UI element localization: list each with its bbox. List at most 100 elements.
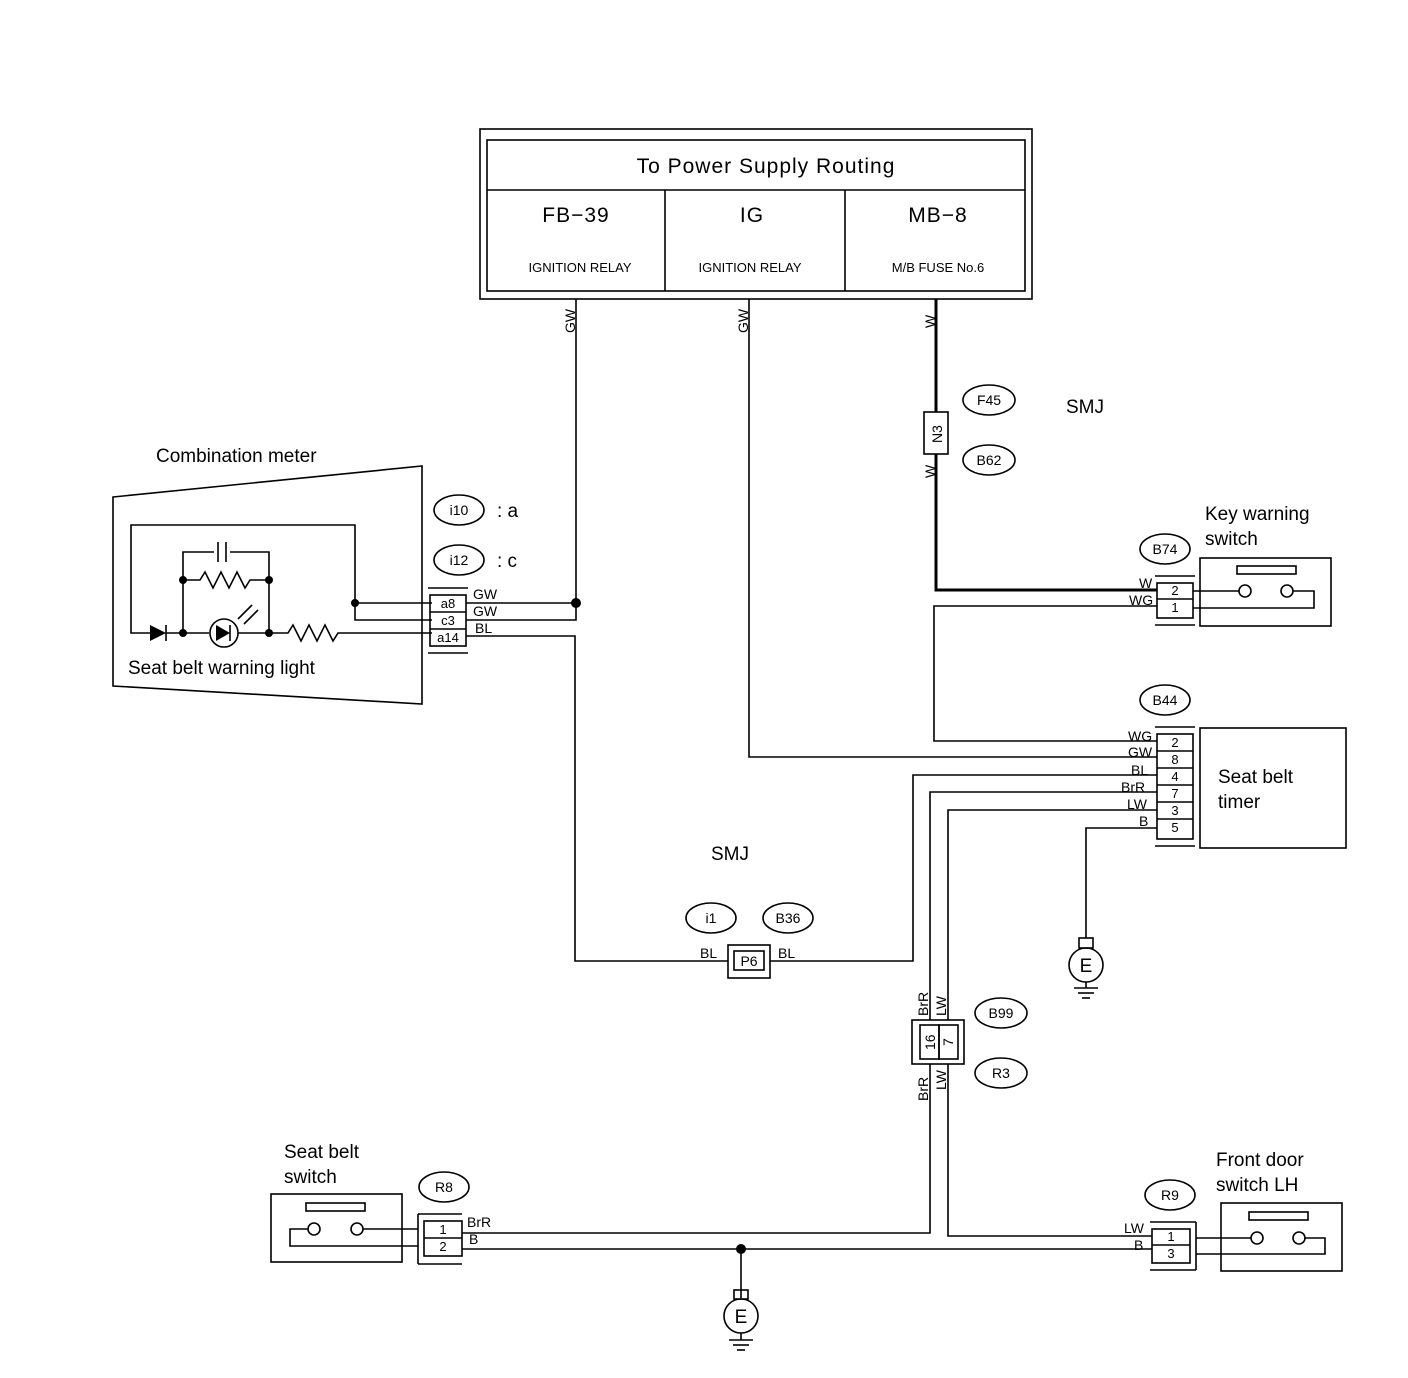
seat-belt-switch-title-2: switch <box>284 1167 337 1188</box>
wire-color-labels: GW GW W W GW GW BL W WG WG GW BL BrR LW … <box>467 308 1153 1253</box>
wire-label-brr-timer: BrR <box>1121 779 1145 795</box>
connector-f45-oval <box>962 384 1016 416</box>
power-supply-routing-box: To Power Supply Routing FB−39 IGNITION R… <box>479 128 1033 300</box>
connector-r8-oval <box>418 1171 470 1203</box>
junction-p6-label: P6 <box>740 953 757 969</box>
seat-belt-warning-light-label: Seat belt warning light <box>128 658 316 679</box>
wire-brr-seatbelt <box>462 1064 931 1234</box>
connector-i12-label: i12 <box>450 552 469 568</box>
wire-label-bl-a14: BL <box>475 620 492 636</box>
timer-pin-3: 3 <box>1171 803 1178 818</box>
wire-label-w-1: W <box>922 314 938 328</box>
wire-label-b-timer: B <box>1139 813 1148 829</box>
diode-icon <box>150 625 166 641</box>
connector-b44-oval <box>1139 684 1191 716</box>
wire-label-brr-r8: BrR <box>467 1214 491 1230</box>
seat-belt-switch-body <box>270 1193 403 1263</box>
front-door-pin-1: 1 <box>1167 1229 1174 1244</box>
connector-i10-suffix: : a <box>497 501 519 522</box>
pin-a14: a14 <box>437 630 459 645</box>
connector-i1-label: i1 <box>706 910 717 926</box>
ground-bottom: E <box>723 1289 759 1351</box>
timer-connector <box>1156 733 1194 840</box>
key-warning-switch-body <box>1199 557 1332 627</box>
connector-i10-oval <box>433 494 485 526</box>
combination-meter: Combination meter Seat belt warning ligh… <box>112 446 519 705</box>
seat-belt-switch: Seat belt switch R8 1 2 <box>270 1142 470 1265</box>
connector-b36-oval <box>762 902 814 934</box>
seat-belt-timer-body <box>1199 727 1347 849</box>
ground-right-lug <box>1078 937 1094 949</box>
wire-label-lw-timer: LW <box>1127 796 1148 812</box>
wire-label-lw-b99-bottom: LW <box>933 1069 949 1090</box>
ig-code: IG <box>740 204 764 227</box>
wire-label-lw-r9: LW <box>1124 1220 1145 1236</box>
mb8-code: MB−8 <box>908 204 967 227</box>
joint-b99-box <box>911 1019 965 1065</box>
front-door-pin-3: 3 <box>1167 1246 1174 1261</box>
wire-label-gw-2: GW <box>735 308 751 333</box>
wire-label-wg-timer: WG <box>1128 728 1152 744</box>
wire-label-gw-1: GW <box>562 308 578 333</box>
wire-label-gw-c3: GW <box>473 603 498 619</box>
wire-brr-timer <box>929 791 1157 1020</box>
wire-gw-ig <box>748 299 1157 758</box>
connector-i1-oval <box>685 902 737 934</box>
wire-label-gw-a8: GW <box>473 586 498 602</box>
front-door-switch-lh: Front door switch LH R9 1 3 <box>1144 1150 1343 1272</box>
seat-belt-pin-2: 2 <box>439 1239 446 1254</box>
junction-n3-box <box>923 411 949 455</box>
ground-right-label: E <box>1080 956 1093 977</box>
wire-label-bl-timer: BL <box>1131 762 1148 778</box>
resistor-icon-parallel <box>183 570 269 590</box>
connector-b99-oval <box>974 997 1028 1029</box>
key-warning-title-2: switch <box>1205 529 1258 550</box>
connector-r9-oval <box>1144 1179 1196 1211</box>
connector-f45-label: F45 <box>977 392 1001 408</box>
seat-belt-timer: B44 2 8 4 7 3 5 Seat belt timer <box>1139 684 1347 849</box>
seat-belt-timer-title-1: Seat belt <box>1218 767 1294 788</box>
key-warning-connector <box>1156 582 1194 619</box>
smj-mid-label: SMJ <box>711 844 749 865</box>
wire-b-timer <box>1085 827 1157 938</box>
connector-r8-label: R8 <box>435 1179 453 1195</box>
power-supply-inner-frame <box>486 139 1026 292</box>
connector-r3-label: R3 <box>992 1065 1010 1081</box>
smj-top: N3 F45 B62 SMJ <box>923 384 1104 476</box>
seat-belt-timer-title-2: timer <box>1218 792 1261 813</box>
connector-b74-label: B74 <box>1153 541 1178 557</box>
seat-belt-pin-1: 1 <box>439 1222 446 1237</box>
wire-w-key <box>934 454 1157 592</box>
connector-i10-label: i10 <box>450 502 469 518</box>
front-door-connector <box>1151 1228 1191 1264</box>
wire-label-gw-timer: GW <box>1128 744 1153 760</box>
wire-lw-timer <box>947 809 1157 1020</box>
pin-a8: a8 <box>441 596 455 611</box>
fb39-code: FB−39 <box>542 204 609 227</box>
combination-meter-title: Combination meter <box>156 446 317 467</box>
joint-b99: 16 7 B99 R3 <box>911 997 1028 1089</box>
timer-pin-4: 4 <box>1171 769 1178 784</box>
connector-b44-label: B44 <box>1153 692 1178 708</box>
pin-c3: c3 <box>441 613 455 628</box>
key-warning-pin-1: 1 <box>1171 600 1178 615</box>
timer-pin-7: 7 <box>1171 786 1178 801</box>
wire-label-brr-b99-bottom: BrR <box>915 1077 931 1101</box>
timer-pin-2: 2 <box>1171 735 1178 750</box>
wires <box>462 299 1157 1298</box>
ground-bottom-label: E <box>735 1307 748 1328</box>
connector-i12-suffix: : c <box>497 551 517 572</box>
wire-bl-meter <box>466 635 728 962</box>
connector-b62-oval <box>962 444 1016 476</box>
front-door-title-1: Front door <box>1216 1150 1304 1171</box>
meter-connector <box>429 594 467 647</box>
wire-label-wg-key: WG <box>1129 592 1153 608</box>
fb39-name: IGNITION RELAY <box>528 260 631 275</box>
junction-p6-box <box>727 944 771 979</box>
wire-label-b-r9: B <box>1134 1237 1143 1253</box>
wire-label-bl-p6-right: BL <box>778 945 795 961</box>
ig-name: IGNITION RELAY <box>698 260 801 275</box>
wire-label-w-key: W <box>1139 575 1153 591</box>
wire-wg <box>933 605 1157 742</box>
